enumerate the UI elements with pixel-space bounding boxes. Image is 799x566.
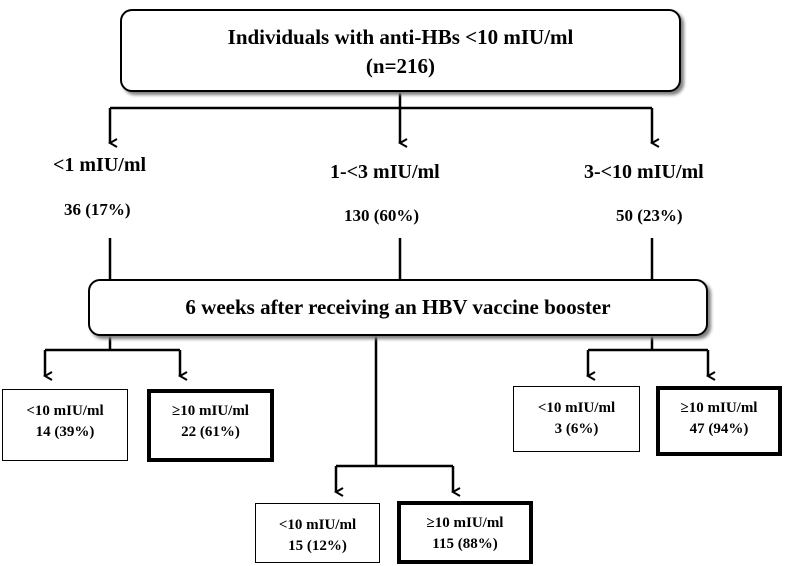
outcome-label: ≥10 mIU/ml	[680, 400, 758, 416]
group-1-label: <1 mIU/ml	[53, 154, 147, 176]
outcome-box-above-threshold: ≥10 mIU/ml 22 (61%)	[147, 389, 274, 462]
outcome-label: ≥10 mIU/ml	[426, 515, 504, 531]
followup-box: 6 weeks after receiving an HBV vaccine b…	[88, 279, 708, 336]
outcome-label: <10 mIU/ml	[537, 400, 616, 416]
root-population-box: Individuals with anti-HBs <10 mIU/ml (n=…	[120, 9, 681, 92]
outcome-count: 115 (88%)	[432, 536, 498, 552]
outcome-label: <10 mIU/ml	[278, 517, 357, 533]
outcome-box-below-threshold: <10 mIU/ml 15 (12%)	[255, 503, 380, 563]
outcome-label: ≥10 mIU/ml	[172, 403, 249, 419]
group-2-label: 1-<3 mIU/ml	[330, 161, 440, 183]
outcome-label: <10 mIU/ml	[26, 403, 104, 419]
group-3-label: 3-<10 mIU/ml	[584, 161, 704, 183]
outcome-box-above-threshold: ≥10 mIU/ml 47 (94%)	[656, 386, 782, 456]
outcome-count: 3 (6%)	[554, 421, 599, 437]
outcome-box-above-threshold: ≥10 mIU/ml 115 (88%)	[397, 501, 533, 564]
group-3-count: 50 (23%)	[616, 206, 683, 225]
outcome-count: 22 (61%)	[181, 424, 240, 440]
root-count: (n=216)	[365, 54, 436, 78]
outcome-box-below-threshold: <10 mIU/ml 3 (6%)	[513, 386, 640, 452]
group-1-count: 36 (17%)	[64, 200, 131, 219]
group-2-count: 130 (60%)	[344, 206, 420, 225]
outcome-count: 15 (12%)	[288, 538, 347, 554]
root-title: Individuals with anti-HBs <10 mIU/ml	[227, 25, 574, 49]
outcome-count: 47 (94%)	[689, 421, 749, 437]
outcome-box-below-threshold: <10 mIU/ml 14 (39%)	[2, 389, 128, 461]
outcome-count: 14 (39%)	[35, 424, 95, 440]
followup-title: 6 weeks after receiving an HBV vaccine b…	[185, 295, 611, 319]
